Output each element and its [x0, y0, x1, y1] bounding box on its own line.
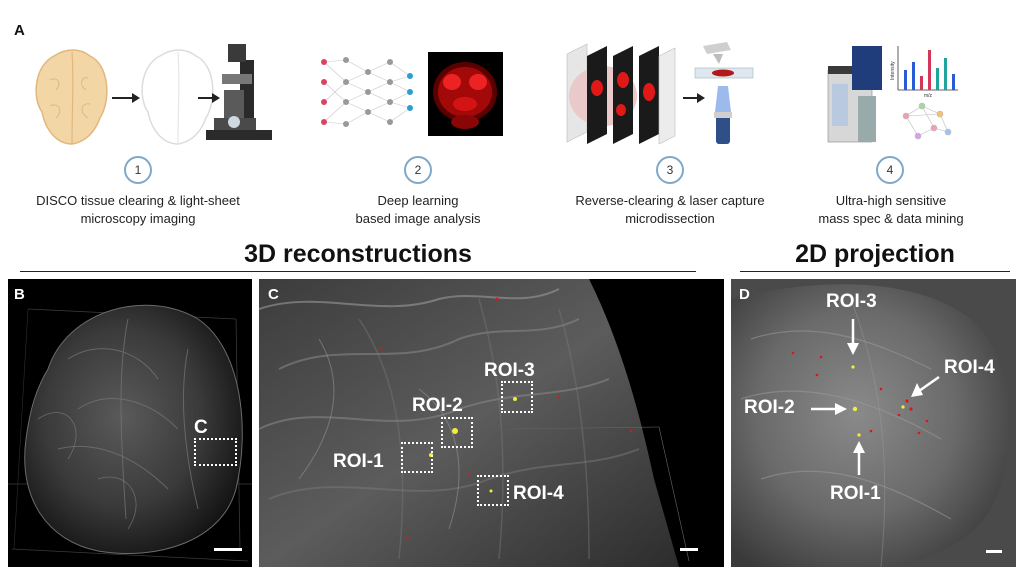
- panel-d-roi-4-dot: [901, 405, 905, 409]
- panel-c-roi-3-box: [501, 381, 533, 413]
- panel-c-roi-1-label: ROI-1: [333, 451, 384, 472]
- panel-d-roi-4-label: ROI-4: [944, 357, 995, 378]
- panel-c-roi-1-box: [401, 442, 433, 473]
- panel-d-roi-3-label: ROI-3: [826, 291, 877, 312]
- step-2-number: 2: [404, 156, 432, 184]
- panel-b-letter: B: [14, 286, 25, 303]
- step-2-caption: Deep learning based image analysis: [355, 193, 481, 226]
- panel-d-roi-2-label: ROI-2: [744, 397, 795, 418]
- panel-c-letter: C: [268, 286, 279, 303]
- tissue-slices-icon: [566, 43, 676, 145]
- panel-d-arrows: [811, 319, 940, 475]
- arrow-right-icon: [198, 93, 220, 103]
- section-title-2d: 2D projection: [795, 240, 955, 268]
- panel-d-image: [731, 279, 1016, 567]
- panel-d-roi-1-label: ROI-1: [830, 483, 881, 504]
- panel-c-roi-3-dot: [513, 397, 517, 401]
- step-1-number: 1: [124, 156, 152, 184]
- red-brain-scan-image: [428, 52, 503, 136]
- panel-c-image: [259, 279, 724, 567]
- arrow-up-icon: [853, 441, 865, 475]
- arrow-down-icon: [847, 319, 859, 355]
- cleared-brain-icon: [141, 49, 214, 145]
- step-3-caption: Reverse-clearing & laser capture microdi…: [575, 193, 765, 226]
- arrow-right-icon: [112, 93, 140, 103]
- panel-b-inset-label: C: [194, 417, 208, 438]
- section-divider-2d: [740, 271, 1010, 272]
- chart-y-axis-label: Intensity: [890, 61, 896, 80]
- brain-icon: [35, 49, 108, 145]
- step-1-illustration: [35, 44, 272, 145]
- panel-c-scale-bar: [680, 548, 698, 551]
- arrow-down-left-icon: [911, 375, 940, 397]
- panel-b-scale-bar: [214, 548, 242, 551]
- panel-c-roi-2-box: [441, 417, 473, 448]
- panel-c-roi-4-label: ROI-4: [513, 483, 564, 504]
- panel-d-roi-1-dot: [857, 433, 861, 437]
- mass-spectrometer-icon: [827, 46, 882, 143]
- section-title-3d: 3D reconstructions: [244, 240, 472, 268]
- panel-d-roi-2-dot: [852, 406, 858, 412]
- step-3-number: 3: [656, 156, 684, 184]
- step-2-illustration: [321, 52, 503, 136]
- chart-x-axis-label: m/z: [924, 93, 933, 99]
- step-1-caption: DISCO tissue clearing & light-sheet micr…: [36, 193, 240, 226]
- panel-d-letter: D: [739, 286, 750, 303]
- step-3-illustration: [566, 42, 754, 145]
- panel-d-roi-3-dot: [851, 365, 855, 369]
- interaction-network-icon: [902, 102, 952, 140]
- panel-c-roi-4-box: [477, 475, 509, 506]
- panel-c-roi-2-label: ROI-2: [412, 395, 463, 416]
- arrow-right-icon: [683, 93, 705, 103]
- section-divider-3d: [20, 271, 696, 272]
- panel-b-inset-box: [194, 438, 237, 466]
- panel-b-image: [8, 279, 252, 567]
- laser-capture-icon: [694, 42, 754, 144]
- network-nodes: [321, 57, 413, 127]
- neural-network-icon: [323, 59, 411, 125]
- arrow-right-icon: [811, 403, 847, 415]
- panel-c-roi-4-dot: [489, 489, 493, 493]
- panel-d-scale-bar: [986, 550, 1002, 553]
- panel-c-roi-3-label: ROI-3: [484, 360, 535, 381]
- panel-a-letter: A: [14, 22, 25, 39]
- step-4-illustration: Intensity m/z: [827, 46, 958, 143]
- light-sheet-microscope-icon: [206, 44, 272, 140]
- panel-c-roi-2-dot: [452, 428, 458, 434]
- step-4-caption: Ultra-high sensitive mass spec & data mi…: [818, 193, 964, 226]
- step-4-number: 4: [876, 156, 904, 184]
- mass-spectrum-chart: Intensity m/z: [890, 46, 958, 99]
